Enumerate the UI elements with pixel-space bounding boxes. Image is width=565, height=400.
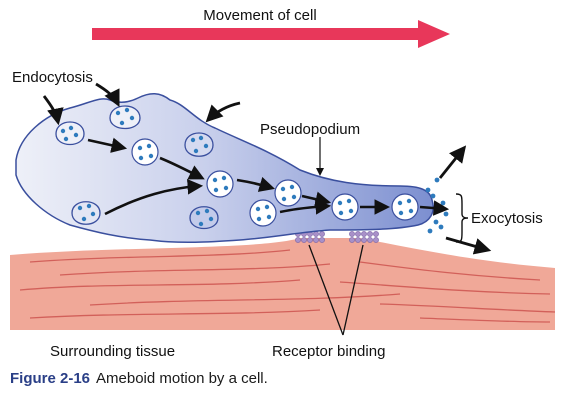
vesicle [206,170,234,198]
exocytosis-label: Exocytosis [471,210,543,227]
receptor-binding-pointers [308,244,364,336]
pseudopodium-label: Pseudopodium [260,121,360,138]
endocytosis-arrow-right [205,101,241,123]
exocytosis-arrow-up [438,145,467,179]
figure-caption: Figure 2-16 Ameboid motion by a cell. [10,370,268,387]
vesicle [391,193,419,221]
endocytosis-label: Endocytosis [12,69,93,86]
surrounding-tissue-label: Surrounding tissue [50,343,175,360]
receptor-cluster-right [349,231,379,243]
receptor-cluster-left [295,231,325,243]
figure-caption-text: Ameboid motion by a cell. [96,370,268,387]
receptor-binding-label: Receptor binding [272,343,385,360]
pseudopodium-pointer [316,137,324,176]
vesicle [249,199,277,227]
surrounding-tissue [10,238,556,330]
vesicles [131,138,419,227]
exocytosis-brace [455,193,469,243]
vesicle [331,193,359,221]
endocytosis-arrow-left [42,95,64,126]
figure-number: Figure 2-16 [10,370,91,387]
endocytosis-arrow-middle [95,82,120,108]
vesicle-flow-arrows [87,137,450,216]
vesicle [274,179,302,207]
vesicle [131,138,159,166]
vesicle-dots [60,107,414,227]
movement-label: Movement of cell [203,7,316,24]
external-arrows [42,82,492,255]
movement-arrow [92,20,450,48]
exocytosis-arrow-down [445,236,492,255]
